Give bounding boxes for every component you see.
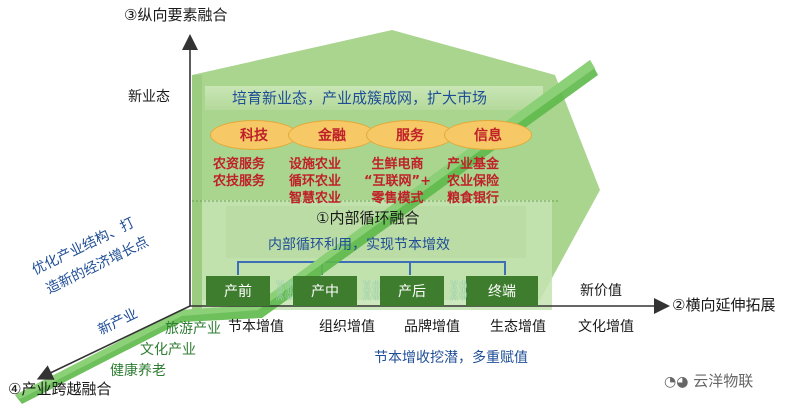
stage-terminal: 终端 (466, 276, 538, 306)
new-format-label: 新业态 (128, 89, 170, 105)
factor-item: 农资服务 (213, 157, 266, 172)
value-item: 品牌增值 (404, 319, 460, 335)
value-item: 组织增值 (319, 319, 375, 335)
factor-oval-info: 信息 (444, 120, 532, 150)
industry-item: 旅游产业 (165, 321, 221, 337)
chain-link-icon: ⛓ (359, 278, 385, 302)
factor-item: 生鲜电商 (371, 157, 424, 172)
factor-items-tech: 农资服务 农技服务 (213, 156, 265, 190)
factor-items-info: 产业基金 农业保险 粮食银行 (447, 156, 499, 207)
factor-item: 设施农业 (289, 157, 342, 172)
watermark: ◔◕ 云洋物联 (664, 370, 753, 391)
vertical-axis-label: ③纵向要素融合 (124, 6, 228, 24)
bottom-summary: 节本增收挖潜，多重赋值 (374, 350, 528, 366)
wechat-icon: ◔◕ (664, 374, 689, 390)
diagonal-axis (36, 305, 191, 380)
factor-item: 零售模式 (371, 191, 424, 206)
value-item: 文化增值 (578, 319, 634, 335)
factor-oval-tech: 科技 (210, 120, 298, 150)
new-value-label: 新价值 (580, 283, 622, 299)
value-item: 生态增值 (490, 319, 546, 335)
stage-post-production: 产后 (380, 276, 444, 306)
chain-link-icon: ⛓ (446, 278, 472, 302)
top-band-bg (205, 86, 543, 110)
top-band-text: 培育新业态，产业成簇成网，扩大市场 (232, 89, 488, 107)
diagonal-axis-label: ④产业跨越融合 (8, 380, 112, 398)
inner-subtitle: 内部循环利用，实现节本增效 (268, 237, 450, 253)
factor-items-finance: 设施农业 循环农业 智慧农业 (289, 156, 341, 207)
factor-oval-service: 服务 (366, 120, 454, 150)
factor-item: 农技服务 (213, 174, 266, 189)
stage-pre-production: 产前 (206, 276, 270, 306)
industry-item: 健康养老 (110, 363, 166, 379)
inner-title: ①内部循环融合 (316, 209, 420, 227)
left-wall (192, 75, 202, 310)
chain-link-icon: ⛓ (272, 278, 298, 302)
stage-production: 产中 (293, 276, 357, 306)
factor-item: “互联网”+ (364, 174, 431, 189)
watermark-text: 云洋物联 (693, 372, 754, 390)
factor-item: 循环农业 (289, 174, 342, 189)
factor-items-service: 生鲜电商 “互联网”+ 零售模式 (364, 156, 431, 207)
factor-item: 产业基金 (447, 157, 500, 172)
factor-item: 农业保险 (447, 174, 500, 189)
horizontal-axis-label: ②横向延伸拓展 (672, 296, 776, 314)
industry-item: 文化产业 (140, 342, 196, 358)
factor-oval-finance: 金融 (288, 120, 376, 150)
value-item: 节本增值 (228, 319, 284, 335)
factor-item: 智慧农业 (289, 191, 342, 206)
stage-bracket (237, 261, 506, 275)
factor-item: 粮食银行 (447, 191, 500, 206)
